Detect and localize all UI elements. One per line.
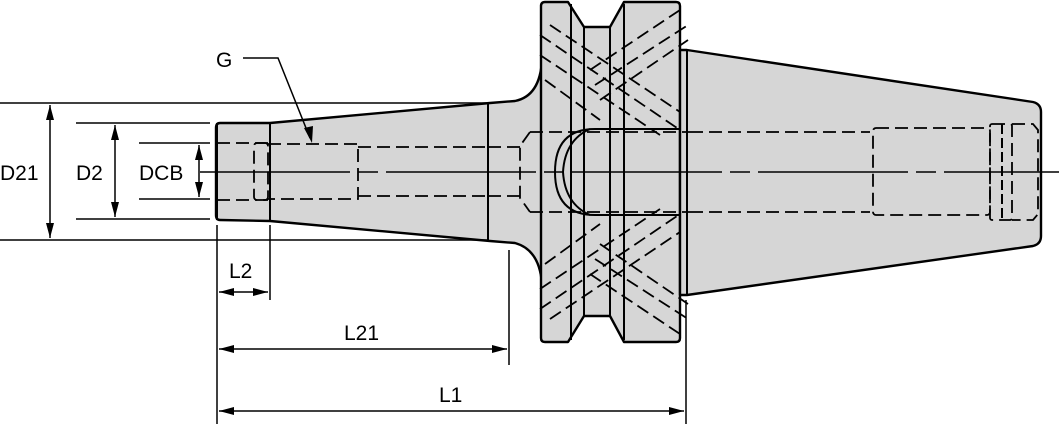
label-l1: L1: [439, 384, 462, 407]
label-g: G: [216, 49, 232, 72]
label-d21: D21: [0, 162, 39, 185]
label-l2: L2: [229, 260, 252, 283]
label-d2: D2: [76, 162, 103, 185]
label-l21: L21: [344, 322, 379, 345]
label-dcb: DCB: [139, 162, 183, 185]
